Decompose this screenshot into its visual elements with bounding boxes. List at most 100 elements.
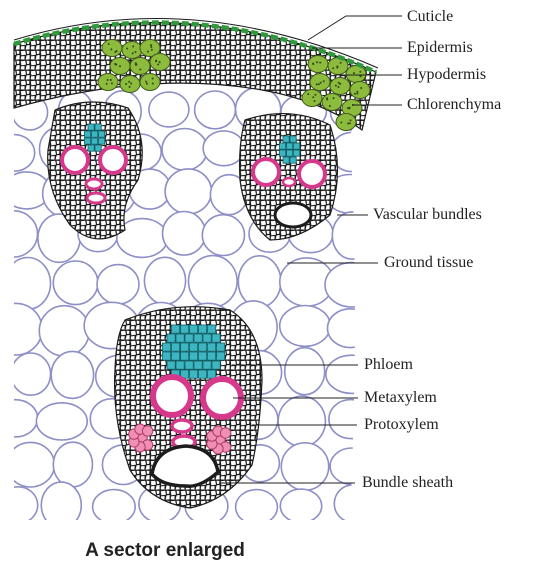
phloem-cell xyxy=(194,361,202,369)
phloem-cell xyxy=(88,124,94,130)
chloroplast-dot xyxy=(318,83,320,85)
chloroplast-dot xyxy=(106,83,108,85)
phloem-cell xyxy=(287,143,293,149)
label-phloem: Phloem xyxy=(364,356,413,374)
chloroplast-dot xyxy=(114,51,116,53)
phloem-cell xyxy=(88,145,94,151)
parenchyma-cell xyxy=(285,348,325,395)
phloem-cell xyxy=(217,352,225,360)
parenchyma-cell xyxy=(163,212,206,256)
chloroplast-dot xyxy=(128,81,130,83)
parenchyma-cell xyxy=(238,256,281,307)
phloem-cell xyxy=(190,352,198,360)
chlorenchyma-cell xyxy=(350,82,370,99)
chloroplast-dot xyxy=(332,67,334,69)
phloem-cell xyxy=(95,145,101,151)
phloem-cell xyxy=(190,370,198,378)
phloem-cell xyxy=(167,334,175,342)
parenchyma-cell xyxy=(202,215,244,256)
phloem-cell xyxy=(185,334,193,342)
parenchyma-cell xyxy=(0,303,42,355)
chloroplast-dot xyxy=(359,71,361,73)
chlorenchyma-cell xyxy=(308,56,328,73)
phloem-cell xyxy=(172,352,180,360)
parenchyma-cell xyxy=(280,306,331,347)
parenchyma-cell xyxy=(11,353,51,395)
chloroplast-dot xyxy=(338,86,340,88)
phloem-cell xyxy=(203,361,211,369)
chlorenchyma-cell xyxy=(140,74,160,91)
protoxylem-cell xyxy=(220,428,230,438)
chloroplast-dot xyxy=(350,119,352,121)
chloroplast-dot xyxy=(135,51,137,53)
phloem-cell xyxy=(294,143,300,149)
chloroplast-dot xyxy=(339,83,341,85)
chloroplast-dot xyxy=(110,48,112,50)
parenchyma-cell xyxy=(162,129,207,171)
chloroplast-dot xyxy=(314,100,316,102)
chloroplast-dot xyxy=(119,65,121,67)
chlorenchyma-cell xyxy=(102,40,122,57)
chloroplast-dot xyxy=(139,69,141,71)
chloroplast-dot xyxy=(129,86,131,88)
phloem-cell xyxy=(85,138,91,144)
phloem-cell xyxy=(217,343,225,351)
chloroplast-dot xyxy=(150,44,152,46)
chloroplast-dot xyxy=(151,49,153,51)
chlorenchyma-cell xyxy=(346,66,366,83)
chloroplast-dot xyxy=(340,62,342,64)
chloroplast-dot xyxy=(132,52,134,54)
phloem-cell xyxy=(163,352,171,360)
chloroplast-dot xyxy=(320,82,322,84)
label-hypodermis: Hypodermis xyxy=(407,66,486,84)
chloroplast-dot xyxy=(146,83,148,85)
phloem-cell xyxy=(167,361,175,369)
label-bundle-sheath: Bundle sheath xyxy=(362,474,453,492)
figure-caption: A sector enlarged xyxy=(0,540,330,562)
chloroplast-dot xyxy=(354,93,356,95)
chloroplast-dot xyxy=(159,61,161,63)
chlorenchyma-cell xyxy=(130,58,150,75)
chloroplast-dot xyxy=(132,46,134,48)
parenchyma-cell xyxy=(165,169,211,214)
parenchyma-cell xyxy=(149,92,189,127)
chloroplast-dot xyxy=(110,79,112,81)
phloem-cell xyxy=(199,343,207,351)
parenchyma-cell xyxy=(97,265,139,304)
parenchyma-cell xyxy=(144,257,185,304)
parenchyma-cell xyxy=(41,482,81,528)
label-metaxylem: Metaxylem xyxy=(364,389,437,407)
phloem-cell xyxy=(280,143,286,149)
parenchyma-cell xyxy=(278,396,325,446)
chloroplast-dot xyxy=(312,96,314,98)
phloem-cell xyxy=(92,131,98,137)
chloroplast-dot xyxy=(115,63,117,65)
chloroplast-dot xyxy=(147,51,149,53)
phloem-cell xyxy=(283,157,289,163)
parenchyma-cell xyxy=(203,131,244,166)
phloem-cell xyxy=(199,325,207,333)
phloem-cell xyxy=(212,334,220,342)
chloroplast-dot xyxy=(136,64,138,66)
chloroplast-dot xyxy=(126,48,128,50)
parenchyma-cell xyxy=(0,487,38,524)
chloroplast-dot xyxy=(316,61,318,63)
parenchyma-cell xyxy=(53,442,92,487)
phloem-cell xyxy=(290,136,296,142)
chlorenchyma-cell xyxy=(336,114,356,131)
phloem-cell xyxy=(208,343,216,351)
parenchyma-cell xyxy=(0,400,38,437)
phloem-cell xyxy=(176,334,184,342)
phloem-cell xyxy=(208,352,216,360)
parenchyma-cell xyxy=(51,351,93,398)
chloroplast-dot xyxy=(347,107,349,109)
label-cuticle: Cuticle xyxy=(407,8,453,26)
phloem-cell xyxy=(199,352,207,360)
phloem-cell xyxy=(190,343,198,351)
phloem-cell xyxy=(176,361,184,369)
parenchyma-cell xyxy=(328,309,373,348)
phloem-cell xyxy=(99,131,105,137)
parenchyma-cell xyxy=(5,258,51,310)
chloroplast-dot xyxy=(340,122,342,124)
chloroplast-dot xyxy=(347,123,349,125)
